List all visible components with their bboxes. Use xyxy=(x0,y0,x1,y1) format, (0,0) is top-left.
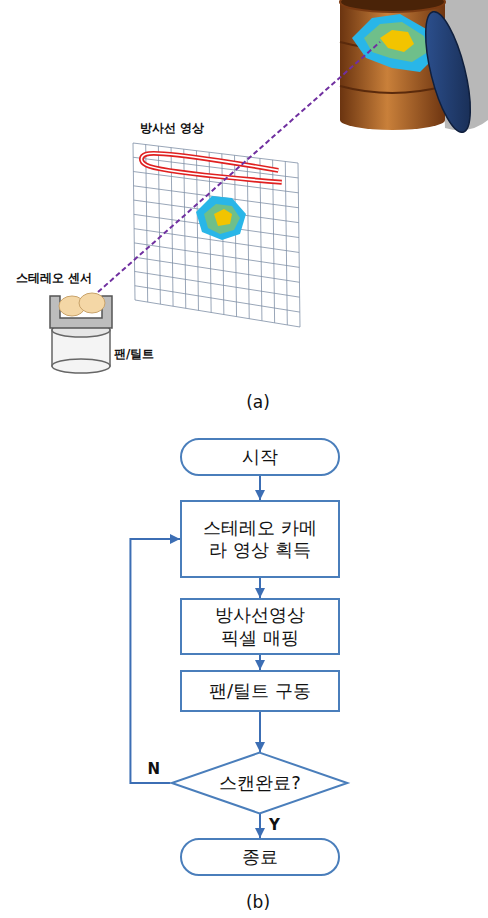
process-box: 팬/틸트 구동 xyxy=(180,670,340,712)
barrel-top xyxy=(340,0,445,12)
grid-line xyxy=(134,257,299,282)
grid-line xyxy=(135,271,300,297)
start-terminal: 시작 xyxy=(180,438,340,476)
diamond-outline xyxy=(172,753,348,814)
barrel-bottom xyxy=(340,110,445,130)
grid-line xyxy=(135,300,300,327)
flow-arrow xyxy=(259,476,261,500)
end-terminal: 종료 xyxy=(180,838,340,876)
grid-line xyxy=(273,160,275,323)
flow-arrow xyxy=(259,712,261,752)
pan-tilt-base xyxy=(52,359,110,373)
branch-label: Y xyxy=(268,817,281,834)
node-text: 스테레오 카메라 영상 획득 xyxy=(195,517,325,562)
node-text: 팬/틸트 구동 xyxy=(209,680,311,703)
barrel-lid xyxy=(417,8,480,137)
node-text: 방사선영상 픽셀 매핑 xyxy=(205,604,315,649)
camera-lens xyxy=(79,293,105,313)
grid-line xyxy=(135,286,300,312)
image-grid xyxy=(133,143,300,327)
branch-label: N xyxy=(146,761,161,778)
mount-label: 팬/틸트 xyxy=(114,346,154,363)
process-box: 스테레오 카메라 영상 획득 xyxy=(180,500,340,578)
image-label: 방사선 영상 xyxy=(140,120,204,137)
scan-path xyxy=(141,153,281,182)
panel-label: (b) xyxy=(246,892,270,912)
decision-diamond: 스캔완료? xyxy=(170,752,349,814)
node-text: 종료 xyxy=(242,846,278,869)
grid-line xyxy=(133,143,135,300)
flow-arrow xyxy=(130,539,180,783)
flow-arrow xyxy=(259,814,261,838)
scan-path xyxy=(141,153,281,182)
radiation-middle xyxy=(204,204,240,234)
node-text: 시작 xyxy=(242,446,278,469)
process-box: 방사선영상 픽셀 매핑 xyxy=(180,598,340,655)
radiation-core xyxy=(380,30,414,52)
grid-line xyxy=(285,161,287,324)
sensor-label: 스테레오 센서 xyxy=(16,270,92,287)
radiation-middle xyxy=(364,22,428,62)
barrel-rib xyxy=(340,86,445,93)
grid-line xyxy=(134,243,299,267)
panel-label: (a) xyxy=(246,392,270,412)
grid-line xyxy=(298,163,300,327)
radiation-outer xyxy=(196,196,246,240)
scan-path xyxy=(141,153,281,182)
radiation-core xyxy=(214,209,232,226)
line-of-sight xyxy=(98,42,380,292)
flow-arrow xyxy=(259,655,261,670)
flow-arrow xyxy=(259,578,261,598)
node-text: 스캔완료? xyxy=(219,772,301,795)
